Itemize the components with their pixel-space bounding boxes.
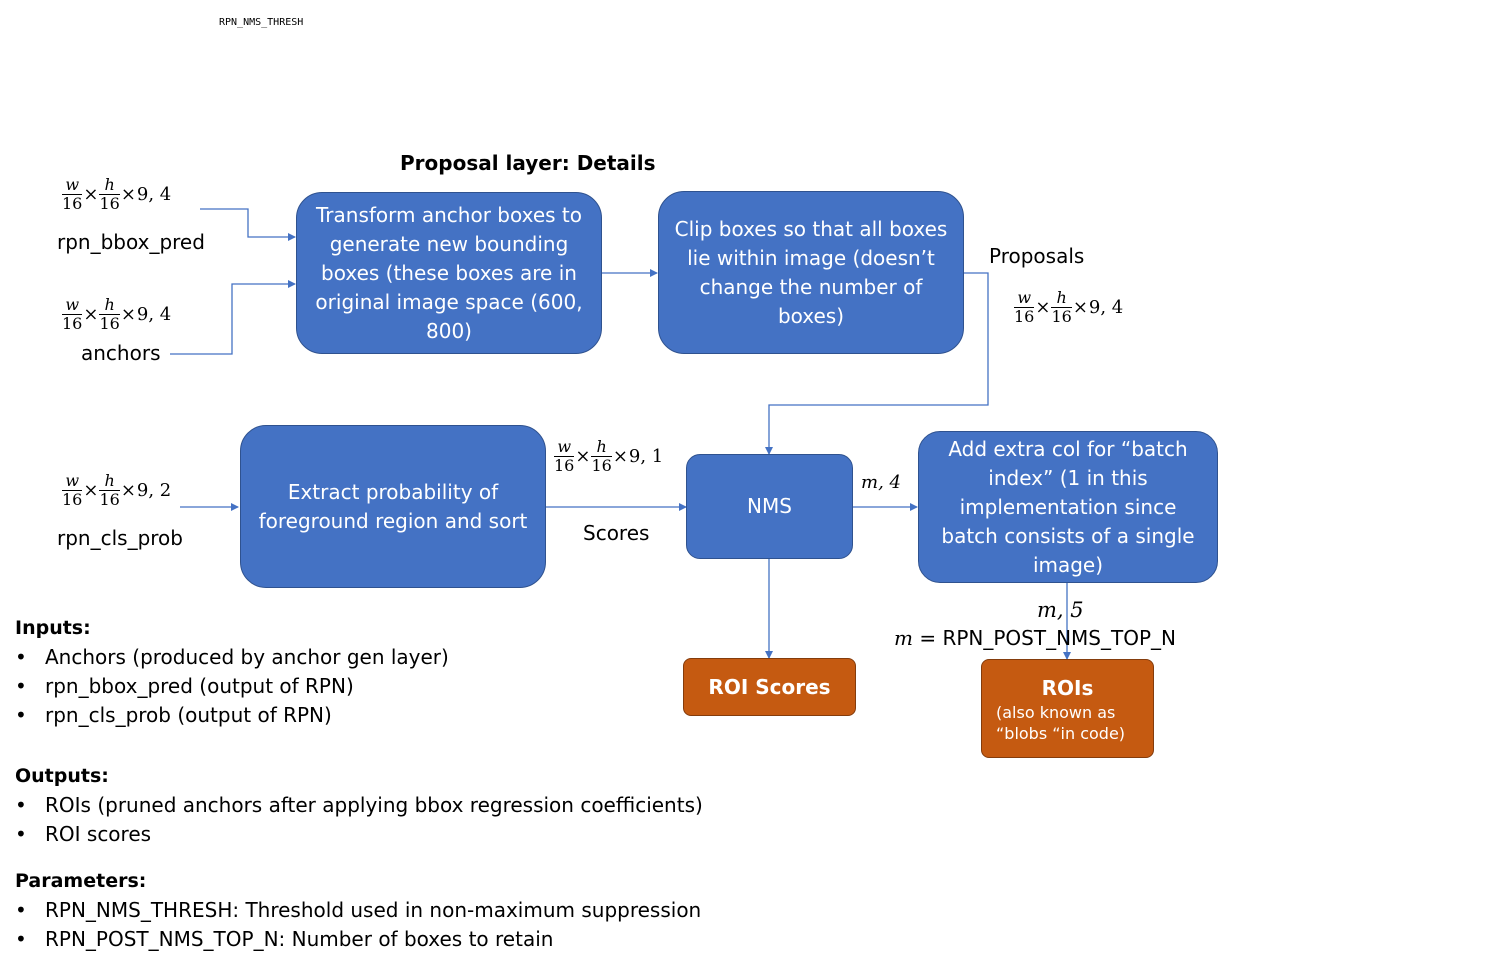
list-item: •ROIs (pruned anchors after applying bbo…	[15, 793, 703, 817]
arrow-anchors-to-transform	[170, 280, 296, 355]
proposals-label: Proposals	[989, 244, 1085, 268]
clip-boxes-text: Clip boxes so that all boxes lie within …	[674, 216, 948, 328]
list-item: •rpn_bbox_pred (output of RPN)	[15, 674, 354, 698]
list-item: •ROI scores	[15, 822, 152, 846]
diagram-title: Proposal layer: Details	[400, 151, 656, 175]
list-item: •rpn_cls_prob (output of RPN)	[15, 703, 332, 727]
roi-scores-box: ROI Scores	[683, 658, 856, 716]
inputs-title: Inputs:	[15, 617, 91, 639]
parameters-list: •RPN_NMS_THRESH: Threshold used in non-m…	[15, 896, 701, 954]
roi-scores-text: ROI Scores	[708, 675, 831, 699]
arrow-bbox-to-transform	[200, 208, 296, 241]
list-item: •RPN_POST_NMS_TOP_N: Number of boxes to …	[15, 927, 554, 951]
parameters-title: Parameters:	[15, 870, 147, 892]
m4-label: m, 4	[861, 472, 901, 493]
rois-box: ROIs (also known as “blobs “in code)	[981, 659, 1154, 758]
m-value: = RPN_POST_NMS_TOP_N	[919, 626, 1176, 650]
list-item: •Anchors (produced by anchor gen layer)	[15, 645, 449, 669]
arrow-clip-to-nms	[765, 272, 989, 455]
inputs-list: •Anchors (produced by anchor gen layer) …	[15, 643, 449, 730]
list-item: •RPN_NMS_THRESH: Threshold used in non-m…	[15, 898, 702, 922]
rois-subtitle-1: (also known as	[996, 703, 1116, 722]
rois-title: ROIs	[1041, 676, 1094, 700]
nms-text: NMS	[747, 494, 792, 518]
outputs-title: Outputs:	[15, 765, 109, 787]
outputs-list: •ROIs (pruned anchors after applying bbo…	[15, 791, 703, 849]
batch-index-box: Add extra col for “batch index” (1 in th…	[918, 431, 1218, 583]
nms-box: NMS	[686, 454, 853, 559]
m-variable: m	[894, 626, 913, 650]
batch-index-text: Add extra col for “batch index” (1 in th…	[941, 436, 1195, 577]
clip-boxes-box: Clip boxes so that all boxes lie within …	[658, 191, 964, 354]
rois-subtitle-2: “blobs “in code)	[996, 724, 1126, 743]
transform-anchors-text: Transform anchor boxes to generate new b…	[315, 202, 583, 343]
m5-label: m, 5	[1037, 598, 1084, 622]
anchors-label: anchors	[81, 341, 161, 365]
rpn-cls-prob-label: rpn_cls_prob	[57, 526, 183, 550]
rpn-bbox-pred-label: rpn_bbox_pred	[57, 230, 205, 254]
scores-label: Scores	[583, 521, 650, 545]
transform-anchors-box: Transform anchor boxes to generate new b…	[296, 192, 602, 354]
top-label: RPN_NMS_THRESH	[219, 17, 304, 28]
m-equals-label: m = RPN_POST_NMS_TOP_N	[894, 626, 1176, 650]
extract-probability-box: Extract probability of foreground region…	[240, 425, 546, 588]
extract-probability-text: Extract probability of foreground region…	[258, 479, 528, 533]
